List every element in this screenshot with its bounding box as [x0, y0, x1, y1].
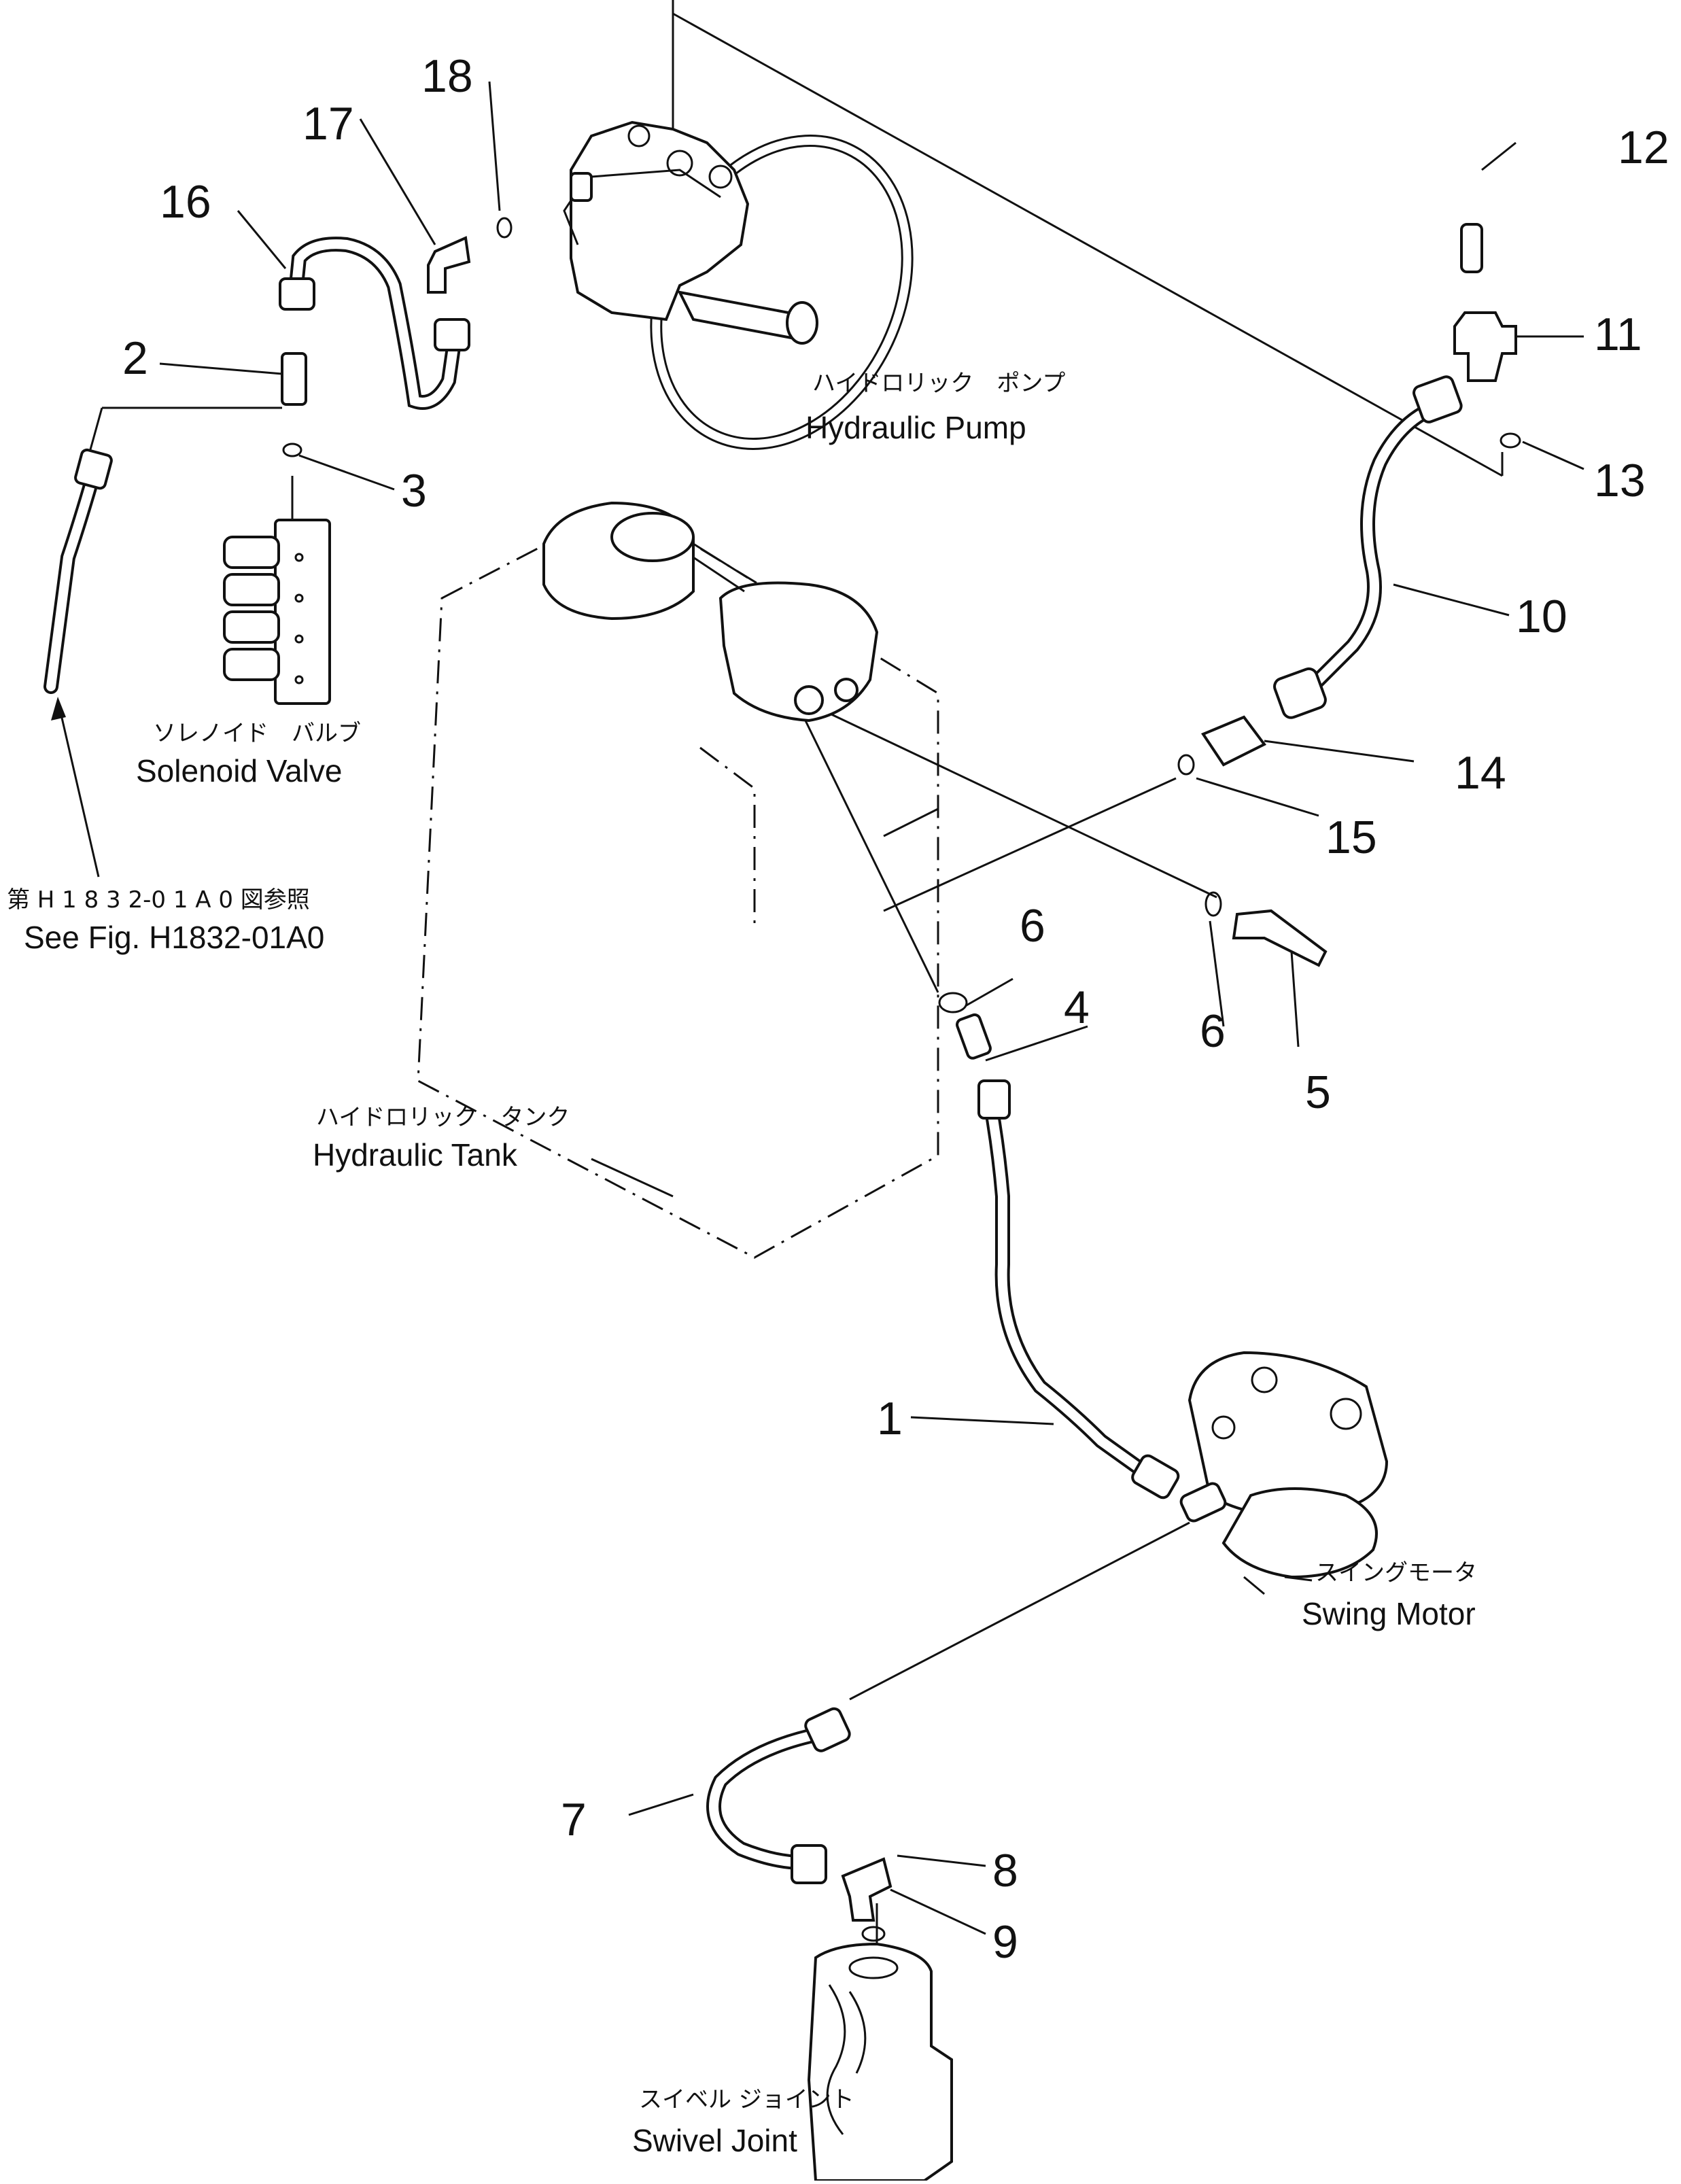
callout-2: 2 [122, 332, 148, 384]
swivel-joint-label-jp: スイベル ジョイント [639, 2086, 854, 2113]
swing-motor-label-jp: スイングモータ [1315, 1559, 1477, 1587]
callout-10: 10 [1516, 591, 1567, 642]
callout-1: 1 [877, 1393, 903, 1444]
fittings [281, 217, 1521, 1942]
swivel-joint-drawing [807, 1942, 953, 2182]
hydraulic-tank-label: Hydraulic Tank [313, 1137, 518, 1173]
callout-13: 13 [1594, 455, 1646, 506]
callout-numbers: 1 2 3 4 5 6 6 7 8 9 10 11 12 13 14 15 16… [122, 50, 1669, 1968]
callout-16: 16 [160, 176, 211, 228]
callout-3: 3 [401, 465, 427, 517]
callout-6b: 6 [1200, 1005, 1226, 1057]
callout-9: 9 [992, 1916, 1018, 1968]
swivel-joint-label: Swivel Joint [632, 2123, 797, 2158]
callout-18: 18 [421, 50, 473, 102]
component-labels: ハイドロリック ポンプ Hydraulic Pump ソレノイド バルブ Sol… [7, 370, 1477, 2158]
callout-15: 15 [1325, 812, 1377, 863]
reference-arrow [51, 697, 100, 878]
hydraulic-pump-label-jp: ハイドロリック ポンプ [812, 370, 1065, 397]
solenoid-valve-label: Solenoid Valve [136, 753, 342, 788]
callout-17: 17 [302, 98, 354, 150]
hydraulic-tank-label-jp: ハイドロリック タンク [316, 1104, 570, 1131]
hydraulic-pump-label: Hydraulic Pump [805, 410, 1026, 445]
callout-14: 14 [1455, 747, 1506, 799]
swing-motor-label: Swing Motor [1302, 1596, 1476, 1631]
callout-6a: 6 [1020, 900, 1045, 952]
hoses [44, 237, 1463, 1884]
solenoid-valve-drawing [223, 519, 331, 705]
callout-12: 12 [1618, 122, 1669, 173]
hydraulic-pump-drawing [563, 120, 914, 450]
reference-label-jp: 第 H 1 8 3 2-0 1 A 0 図参照 [7, 886, 310, 914]
solenoid-valve-label-jp: ソレノイド バルブ [153, 720, 361, 747]
hydraulic-tank-drawing [417, 501, 939, 1259]
callout-8: 8 [992, 1845, 1018, 1896]
callout-11: 11 [1594, 309, 1642, 360]
callout-7: 7 [561, 1794, 587, 1845]
callout-5: 5 [1305, 1067, 1331, 1118]
callout-4: 4 [1064, 982, 1090, 1033]
leader-lines [84, 0, 1584, 1971]
swing-motor-drawing [1179, 1351, 1389, 1579]
reference-label: See Fig. H1832-01A0 [24, 920, 324, 955]
